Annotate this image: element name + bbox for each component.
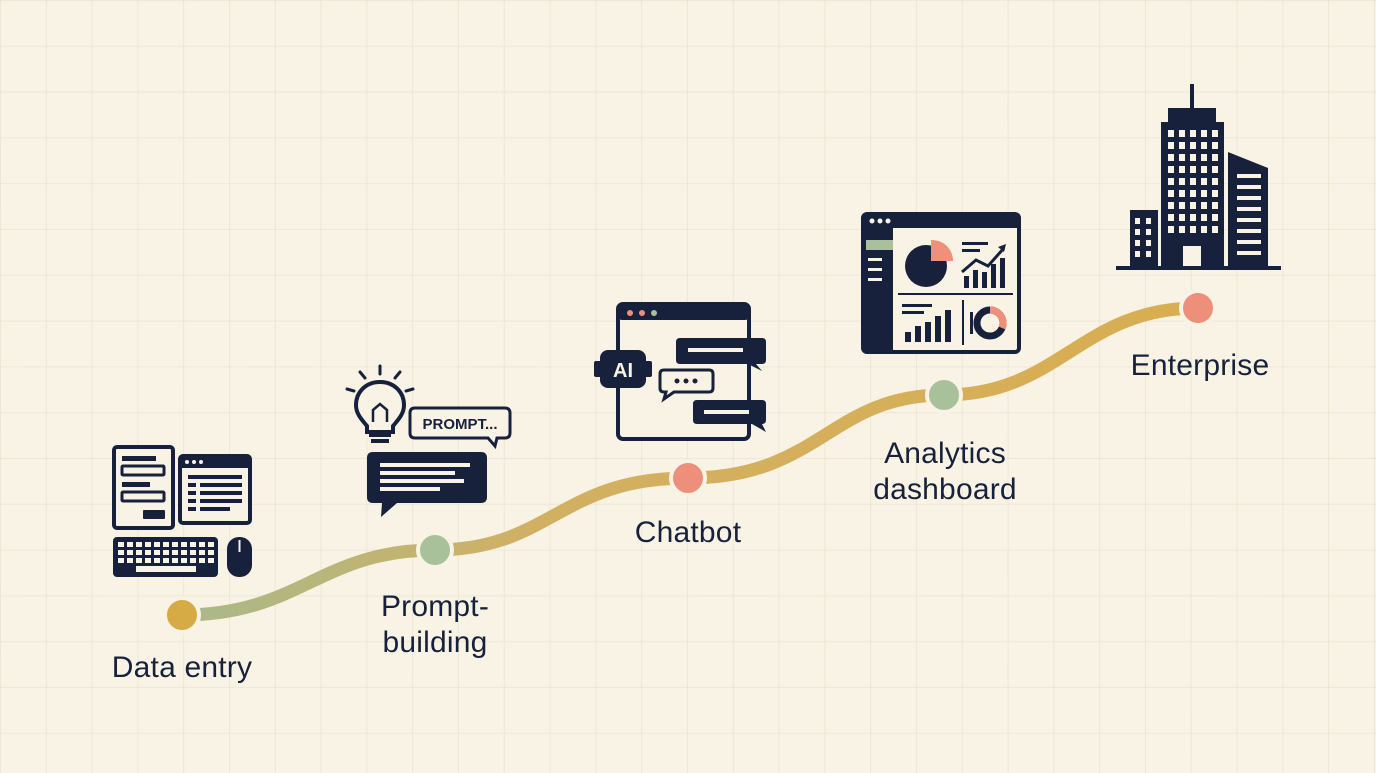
- keyboard-icon: [113, 537, 218, 577]
- prompt-building-icon: PROMPT...: [345, 364, 512, 517]
- mouse-icon: [227, 537, 252, 577]
- stage-node-data-entry: [163, 596, 201, 634]
- stage-node-chatbot: [669, 459, 707, 497]
- data-entry-icon: [112, 445, 252, 577]
- chatbot-icon: AI: [594, 302, 766, 441]
- stage-label-data-entry: Data entry: [111, 651, 253, 684]
- stage-label-prompt-building: Prompt- building: [380, 590, 490, 659]
- lightbulb-icon: [345, 364, 415, 443]
- analytics-dashboard-icon: [861, 212, 1021, 354]
- stage-label-enterprise: Enterprise: [1130, 349, 1270, 382]
- stage-node-enterprise: [1179, 289, 1217, 327]
- ai-badge-text: AI: [613, 360, 633, 382]
- stage-node-prompt-building: [416, 531, 454, 569]
- stage-label-analytics-dashboard: Analytics dashboard: [873, 437, 1017, 506]
- enterprise-building-icon: [1116, 84, 1281, 270]
- stage-label-chatbot: Chatbot: [634, 516, 742, 549]
- stage-node-analytics: [925, 376, 963, 414]
- ai-robot-icon: AI: [594, 350, 652, 388]
- prompt-bubble-text: PROMPT...: [422, 416, 497, 433]
